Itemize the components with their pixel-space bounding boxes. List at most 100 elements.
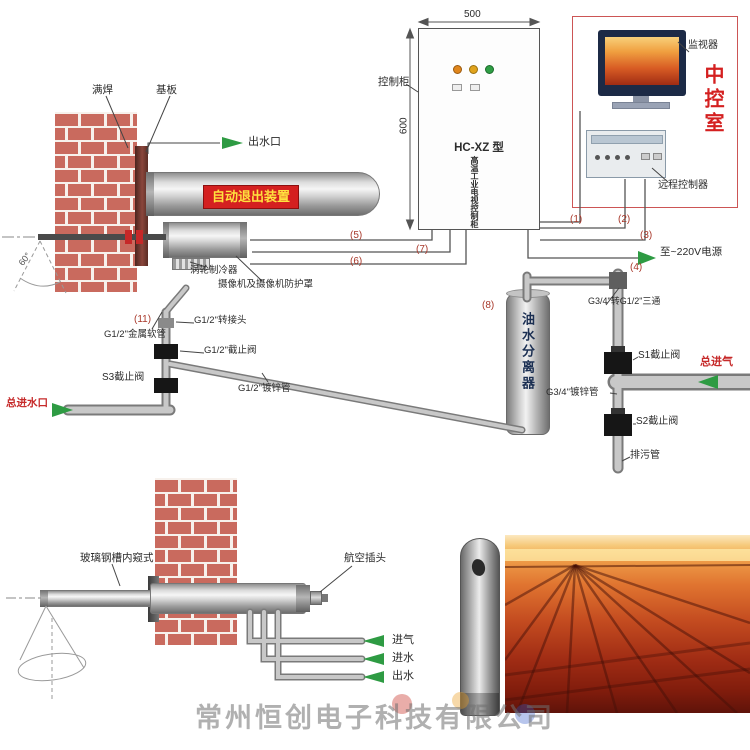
water-in-label: 进水 <box>392 652 414 664</box>
valve-g12 <box>154 344 178 359</box>
auto-retract-badge: 自动退出装置 <box>203 185 299 209</box>
air-in-label: 进气 <box>392 634 414 646</box>
galv-pipe-34-label: G3/4"镀锌管 <box>546 387 599 398</box>
remote-button <box>605 155 610 160</box>
brick-wall <box>155 478 237 645</box>
cabinet-name: 高温工业电视控制柜 <box>470 156 479 228</box>
valve-s1 <box>604 352 632 374</box>
remote-key <box>641 153 650 160</box>
probe-tip <box>40 590 48 607</box>
camera-housing <box>163 222 247 258</box>
main-water-inlet-label: 总进水口 <box>6 397 48 409</box>
wire-3-label: (3) <box>640 230 653 241</box>
furnace-rails <box>503 549 750 714</box>
turbine-cooler <box>172 258 210 270</box>
view-cone-bottom <box>17 605 87 702</box>
wire-4-label: (4) <box>630 262 643 273</box>
cabinet-indicator-light <box>453 65 462 74</box>
remote-button <box>615 155 620 160</box>
flow-arrows <box>52 137 718 683</box>
valve-g12-label: G1/2"截止阀 <box>204 345 257 356</box>
furnace-photo <box>503 535 750 714</box>
wire-5-label: (5) <box>350 230 363 241</box>
endoscope-type-label: 玻璃钢槽内窥式 <box>80 552 154 564</box>
endoscope-endcap <box>296 585 310 612</box>
rod-marker <box>136 230 143 244</box>
metal-hose-label: G1/2"金属软管 <box>104 329 166 340</box>
monitor-base <box>612 102 670 109</box>
logo-dot <box>515 704 535 724</box>
water-out-label: 出水 <box>392 670 414 682</box>
drain-pipe-label: 排污管 <box>630 450 660 461</box>
water-outlet-label: 出水口 <box>248 136 281 148</box>
wire-11-label: (11) <box>134 314 152 325</box>
cabinet-model: HC-XZ 型 <box>454 142 504 154</box>
aviation-plug-label: 航空插头 <box>344 552 386 564</box>
cables <box>250 111 646 265</box>
monitor <box>598 30 686 96</box>
adapter-label: G1/2"转接头 <box>194 315 247 326</box>
cabinet-switch <box>452 84 462 91</box>
company-watermark: 常州恒创电子科技有限公司 <box>195 703 555 733</box>
flow-arrow-icon <box>363 635 384 647</box>
base-plate-label: 基板 <box>156 84 177 96</box>
housing-ring-right <box>240 222 247 258</box>
valve-s1-label: S1截止阀 <box>638 350 681 361</box>
pipe-fittings <box>154 272 632 436</box>
cabinet-label: 控制柜 <box>378 76 410 88</box>
view-cone-top <box>13 240 67 294</box>
flow-arrow-icon <box>638 251 656 265</box>
cabinet-width-dim: 500 <box>464 9 481 20</box>
adapter-fitting <box>158 318 174 328</box>
galv-pipe-12-label: G1/2"镀锌管 <box>238 383 291 394</box>
monitor-label: 监视器 <box>688 40 718 51</box>
logo-dot <box>392 694 412 714</box>
flow-arrow-icon <box>698 375 718 389</box>
endoscope-body <box>150 583 306 614</box>
tee-fitting <box>609 272 627 289</box>
flow-arrow-icon <box>52 403 73 417</box>
valve-s2-label: S2截止阀 <box>636 416 679 427</box>
control-room-label: 中控室 <box>701 64 723 136</box>
valve-s3 <box>154 378 178 393</box>
valve-s2 <box>604 414 632 436</box>
dimension-lines <box>405 17 541 231</box>
remote-button <box>625 155 630 160</box>
flow-arrow-icon <box>222 137 243 149</box>
cabinet-indicator-light <box>485 65 494 74</box>
monitor-stand <box>633 96 649 102</box>
valve-s1-stem <box>611 346 625 352</box>
control-cabinet <box>418 28 540 230</box>
valve-s2-stem <box>611 408 625 414</box>
camera-label: 摄像机及摄像机防护罩 <box>218 279 314 290</box>
cabinet-indicator-light <box>469 65 478 74</box>
remote-key <box>653 153 662 160</box>
wire-1-label: (1) <box>570 214 583 225</box>
leader-lines <box>105 41 690 593</box>
flow-arrow-icon <box>363 671 384 683</box>
centerlines <box>2 236 164 599</box>
cabinet-height-dim: 600 <box>398 117 410 135</box>
remote-controller-unit <box>586 130 666 178</box>
wire-7-label: (7) <box>416 244 429 255</box>
flow-arrow-icon <box>363 653 384 665</box>
wire-2-label: (2) <box>618 214 631 225</box>
remote-controller-label: 远程控制器 <box>658 180 708 191</box>
pipe-8-label: (8) <box>482 300 495 311</box>
probe-base-shadow <box>461 693 499 715</box>
wire-6-label: (6) <box>350 256 363 267</box>
cylinder-end-ring <box>146 172 154 216</box>
logo-dot <box>452 692 469 709</box>
cabinet-switch <box>470 84 480 91</box>
main-air-inlet-label: 总进气 <box>700 356 733 368</box>
power-label: 至~220V电源 <box>660 246 723 258</box>
rod-marker <box>125 230 132 244</box>
tee-label: G3/4"转G1/2"三通 <box>588 296 661 306</box>
aviation-plug <box>310 591 322 605</box>
weld-label: 满焊 <box>92 84 113 96</box>
remote-display <box>591 135 663 144</box>
remote-button <box>595 155 600 160</box>
pipes <box>62 268 750 681</box>
cooler-label: 涡轮制冷器 <box>190 265 238 276</box>
